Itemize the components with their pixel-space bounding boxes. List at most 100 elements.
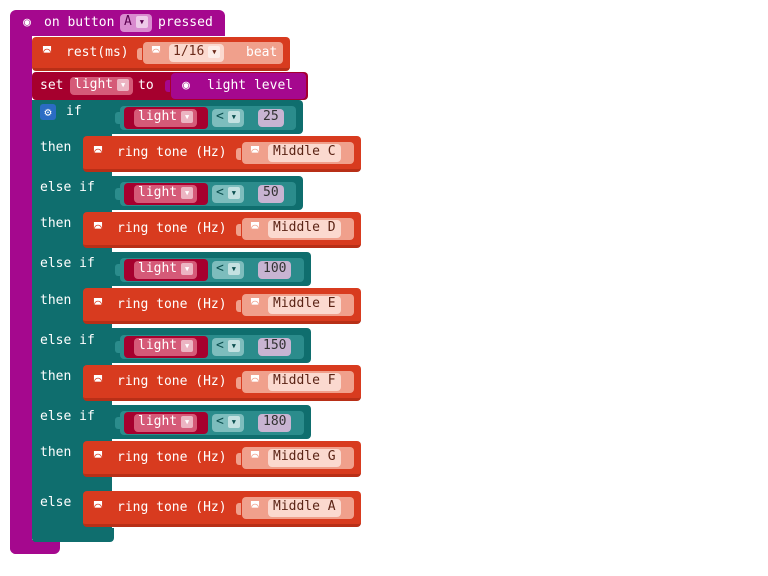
ring-tone-label: ring tone (Hz) bbox=[117, 145, 227, 160]
number-input[interactable]: 180 bbox=[258, 414, 292, 432]
operator-dropdown[interactable]: <▼ bbox=[212, 261, 244, 279]
ring-tone-block[interactable]: ◚ ring tone (Hz) ◚ Middle A bbox=[83, 491, 361, 527]
number-input[interactable]: 150 bbox=[258, 338, 292, 356]
headphones-icon: ◚ bbox=[94, 374, 102, 389]
variable-reporter[interactable]: light▼ bbox=[124, 107, 208, 129]
dropdown-arrow-icon: ▼ bbox=[181, 111, 194, 123]
else-if-keyword: else if bbox=[40, 256, 95, 271]
compare-block[interactable]: light▼ <▼ 100 bbox=[120, 258, 304, 282]
button-dropdown-value: A bbox=[124, 14, 132, 29]
operator-dropdown[interactable]: <▼ bbox=[212, 109, 244, 127]
set-label: set bbox=[40, 78, 64, 93]
note-reporter[interactable]: ◚ Middle C bbox=[242, 142, 354, 164]
ring-tone-block[interactable]: ◚ ring tone (Hz) ◚ Middle G bbox=[83, 441, 361, 477]
number-input[interactable]: 100 bbox=[258, 261, 292, 279]
operator-dropdown[interactable]: <▼ bbox=[212, 185, 244, 203]
compare-block[interactable]: light▼ <▼ 50 bbox=[120, 182, 296, 206]
ring-tone-label: ring tone (Hz) bbox=[117, 450, 227, 465]
note-field[interactable]: Middle A bbox=[268, 499, 341, 517]
note-reporter[interactable]: ◚ Middle A bbox=[242, 497, 354, 519]
note-reporter[interactable]: ◚ Middle E bbox=[242, 294, 354, 316]
variable-name: light bbox=[138, 338, 178, 353]
pressed-label: pressed bbox=[158, 15, 213, 30]
event-block-body bbox=[10, 36, 32, 554]
operator-dropdown[interactable]: <▼ bbox=[212, 338, 244, 356]
headphones-icon: ◚ bbox=[251, 450, 259, 465]
set-variable-dropdown[interactable]: light▼ bbox=[70, 77, 134, 95]
note-field[interactable]: Middle C bbox=[268, 144, 341, 162]
ring-tone-block[interactable]: ◚ ring tone (Hz) ◚ Middle C bbox=[83, 136, 361, 172]
note-reporter[interactable]: ◚ Middle D bbox=[242, 218, 354, 240]
variable-dropdown[interactable]: light▼ bbox=[134, 338, 198, 356]
variable-name: light bbox=[138, 109, 178, 124]
on-button-label: on button bbox=[44, 15, 115, 30]
headphones-icon: ◚ bbox=[94, 221, 102, 236]
rest-block[interactable]: ◚ rest(ms) ◚ 1/16▼ beat bbox=[32, 37, 290, 71]
variable-dropdown[interactable]: light▼ bbox=[134, 109, 198, 127]
operator-value: < bbox=[216, 414, 224, 429]
dropdown-arrow-icon: ▼ bbox=[181, 187, 194, 199]
note-field[interactable]: Middle D bbox=[268, 220, 341, 238]
then-keyword: then bbox=[40, 369, 72, 384]
ring-tone-block[interactable]: ◚ ring tone (Hz) ◚ Middle D bbox=[83, 212, 361, 248]
operator-value: < bbox=[216, 185, 224, 200]
number-input[interactable]: 50 bbox=[258, 185, 284, 203]
dropdown-arrow-icon: ▼ bbox=[181, 340, 194, 352]
note-field[interactable]: Middle G bbox=[268, 449, 341, 467]
ring-tone-block[interactable]: ◚ ring tone (Hz) ◚ Middle E bbox=[83, 288, 361, 324]
headphones-icon: ◚ bbox=[251, 374, 259, 389]
note-field[interactable]: Middle F bbox=[268, 373, 341, 391]
note-field[interactable]: Middle E bbox=[268, 296, 341, 314]
operator-value: < bbox=[216, 109, 224, 124]
dropdown-arrow-icon: ▼ bbox=[227, 340, 240, 352]
note-value: Middle F bbox=[273, 373, 336, 388]
set-variable-block[interactable]: set light▼ to ◉ light level bbox=[32, 72, 308, 100]
compare-block[interactable]: light▼ <▼ 180 bbox=[120, 411, 304, 435]
compare-block[interactable]: light▼ <▼ 150 bbox=[120, 335, 304, 359]
compare-block[interactable]: light▼ <▼ 25 bbox=[120, 106, 296, 130]
variable-reporter[interactable]: light▼ bbox=[124, 259, 208, 281]
ring-tone-block[interactable]: ◚ ring tone (Hz) ◚ Middle F bbox=[83, 365, 361, 401]
number-value: 150 bbox=[263, 338, 287, 353]
beat-dropdown[interactable]: 1/16▼ bbox=[169, 44, 225, 62]
number-value: 100 bbox=[263, 261, 287, 276]
dropdown-arrow-icon: ▼ bbox=[227, 111, 240, 123]
variable-dropdown[interactable]: light▼ bbox=[134, 185, 198, 203]
else-if-keyword: else if bbox=[40, 409, 95, 424]
number-value: 180 bbox=[263, 414, 287, 429]
button-dropdown[interactable]: A▼ bbox=[120, 14, 152, 32]
dropdown-arrow-icon: ▼ bbox=[135, 16, 148, 28]
variable-reporter[interactable]: light▼ bbox=[124, 336, 208, 358]
beat-reporter[interactable]: ◚ 1/16▼ beat bbox=[143, 42, 283, 64]
variable-reporter[interactable]: light▼ bbox=[124, 412, 208, 434]
note-reporter[interactable]: ◚ Middle G bbox=[242, 447, 354, 469]
number-input[interactable]: 25 bbox=[258, 109, 284, 127]
variable-dropdown[interactable]: light▼ bbox=[134, 414, 198, 432]
headphones-icon: ◚ bbox=[94, 145, 102, 160]
gear-icon[interactable]: ⚙ bbox=[40, 104, 56, 120]
note-reporter[interactable]: ◚ Middle F bbox=[242, 371, 354, 393]
on-button-pressed-block[interactable]: ◉ on button A▼ pressed bbox=[10, 10, 225, 36]
dropdown-arrow-icon: ▼ bbox=[208, 46, 221, 58]
then-keyword: then bbox=[40, 140, 72, 155]
event-block-footer bbox=[10, 540, 60, 554]
light-level-reporter[interactable]: ◉ light level bbox=[171, 73, 306, 99]
headphones-icon: ◚ bbox=[94, 450, 102, 465]
number-value: 50 bbox=[263, 185, 279, 200]
headphones-icon: ◚ bbox=[251, 221, 259, 236]
rest-label: rest(ms) bbox=[66, 45, 129, 60]
headphones-icon: ◚ bbox=[43, 45, 51, 60]
note-value: Middle A bbox=[273, 499, 336, 514]
ring-tone-label: ring tone (Hz) bbox=[117, 221, 227, 236]
variable-dropdown[interactable]: light▼ bbox=[134, 261, 198, 279]
operator-dropdown[interactable]: <▼ bbox=[212, 414, 244, 432]
variable-reporter[interactable]: light▼ bbox=[124, 183, 208, 205]
variable-name: light bbox=[138, 414, 178, 429]
beat-dropdown-value: 1/16 bbox=[173, 44, 205, 59]
variable-name: light bbox=[138, 185, 178, 200]
operator-value: < bbox=[216, 261, 224, 276]
else-keyword: else bbox=[40, 495, 72, 510]
headphones-icon: ◚ bbox=[251, 145, 259, 160]
ring-tone-label: ring tone (Hz) bbox=[117, 500, 227, 515]
to-label: to bbox=[138, 78, 154, 93]
